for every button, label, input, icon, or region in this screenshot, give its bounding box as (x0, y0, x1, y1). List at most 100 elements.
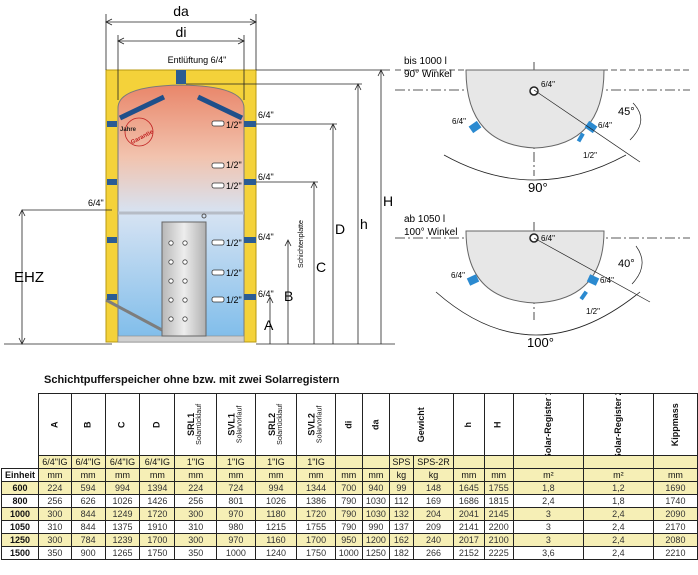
svg-text:6/4": 6/4" (258, 172, 274, 182)
unit-cell: kg (412, 468, 455, 482)
table-cell: 700 (334, 481, 363, 495)
col-header-sub: Solarvorlauf (317, 405, 325, 444)
table-cell: 950 (334, 533, 363, 547)
table-cell: 1755 (296, 520, 336, 534)
table-cell: 970 (216, 533, 256, 547)
col-header-text: H (493, 422, 503, 429)
table-cell: 994 (254, 481, 298, 495)
col-header-text: di (343, 421, 354, 429)
table-cell: 1265 (104, 546, 141, 560)
unit-cell: mm (70, 468, 106, 482)
view1-big-arc (443, 154, 627, 181)
table-cell: 2,4 (512, 494, 584, 508)
table-cell: 970 (216, 507, 256, 521)
table-cell: 310 (38, 520, 72, 534)
connection-cell: 1"IG (174, 455, 218, 469)
unit-cell: mm (174, 468, 218, 482)
col-header-name: Kippmass (669, 403, 680, 447)
table-cell: 1250 (361, 546, 390, 560)
svg-text:6/4": 6/4" (258, 110, 274, 120)
col-header-da: da (361, 393, 390, 456)
dimension-letters: A B C D h H (264, 193, 393, 333)
table-cell: 1375 (104, 520, 141, 534)
svg-text:B: B (284, 288, 293, 304)
plate-hook (201, 213, 207, 219)
col-header-name: di (343, 421, 354, 429)
col-header-name: SRL2 (266, 412, 277, 437)
view1-port-small (576, 132, 585, 143)
connection-cell: 6/4"IG (139, 455, 176, 469)
view1-port-left (468, 120, 482, 134)
row-label: 1050 (0, 520, 40, 534)
col-header-c: C (104, 393, 141, 456)
unit-cell: m² (512, 468, 584, 482)
connection-cell (453, 455, 485, 469)
table-cell: 99 (388, 481, 414, 495)
connection-cell (361, 455, 390, 469)
table-cell: 790 (334, 494, 363, 508)
table-cell: 1000 (216, 546, 256, 560)
unit-cell: mm (216, 468, 256, 482)
guarantee-badge (124, 117, 154, 147)
table-cell: 900 (70, 546, 106, 560)
svg-text:40°: 40° (618, 258, 635, 270)
table-cell: 137 (388, 520, 414, 534)
col-header-sub: Solarrücklauf (277, 404, 285, 445)
svg-text:1/2": 1/2" (586, 307, 600, 316)
table-cell: 1755 (483, 481, 514, 495)
table-cell: 1000 (334, 546, 363, 560)
deflector-arm-right (196, 94, 244, 121)
table-cell: 1910 (139, 520, 176, 534)
svg-text:6/4": 6/4" (598, 121, 612, 130)
col-header-di: di (334, 393, 363, 456)
view1-vent (529, 86, 539, 96)
top-view-100: ab 1050 l 100° Winkel 6/4" 6/4" 6/4" 1/2… (395, 214, 690, 350)
table-cell: 112 (388, 494, 414, 508)
table-cell: 2090 (652, 507, 698, 521)
table-cell: 1,8 (582, 494, 654, 508)
col-header-text: Kippmass (669, 403, 680, 447)
view2-angle-label: 100° Winkel (404, 227, 457, 238)
table-cell: 1,2 (582, 481, 654, 495)
table-cell: 784 (70, 533, 106, 547)
table-cell: 3 (512, 533, 584, 547)
col-header-text: Gewicht (416, 407, 426, 442)
svg-text:6/4": 6/4" (452, 117, 466, 126)
svg-text:1/2": 1/2" (226, 160, 242, 170)
svg-text:h: h (360, 216, 368, 232)
table-cell: 1160 (254, 533, 298, 547)
svg-text:D: D (335, 221, 345, 237)
view1-shell (465, 69, 605, 149)
table-cell: 240 (412, 533, 455, 547)
table-cell: 2017 (453, 533, 485, 547)
svg-text:1/2": 1/2" (226, 238, 242, 248)
unit-cell: mm (254, 468, 298, 482)
svg-text:H: H (383, 193, 393, 209)
unit-cell: m² (582, 468, 654, 482)
svg-text:1/2": 1/2" (226, 120, 242, 130)
unit-cell: mm (334, 468, 363, 482)
table-cell: 1240 (254, 546, 298, 560)
table-cell: 801 (216, 494, 256, 508)
svg-text:6/4": 6/4" (600, 276, 614, 285)
unit-cell: mm (296, 468, 336, 482)
table-cell: 990 (361, 520, 390, 534)
col-header-name: da (370, 419, 381, 431)
table-cell: 3 (512, 507, 584, 521)
svg-text:6/4": 6/4" (451, 271, 465, 280)
table-cell: 1200 (361, 533, 390, 547)
table-cell: 300 (38, 507, 72, 521)
col-header-h: h (453, 393, 485, 456)
vent-connection (176, 70, 186, 84)
table-cell: 3,6 (512, 546, 584, 560)
height-dimensions (186, 69, 395, 345)
table-cell: 224 (174, 481, 218, 495)
dim-da: da (173, 3, 189, 19)
row-label: 800 (0, 494, 40, 508)
